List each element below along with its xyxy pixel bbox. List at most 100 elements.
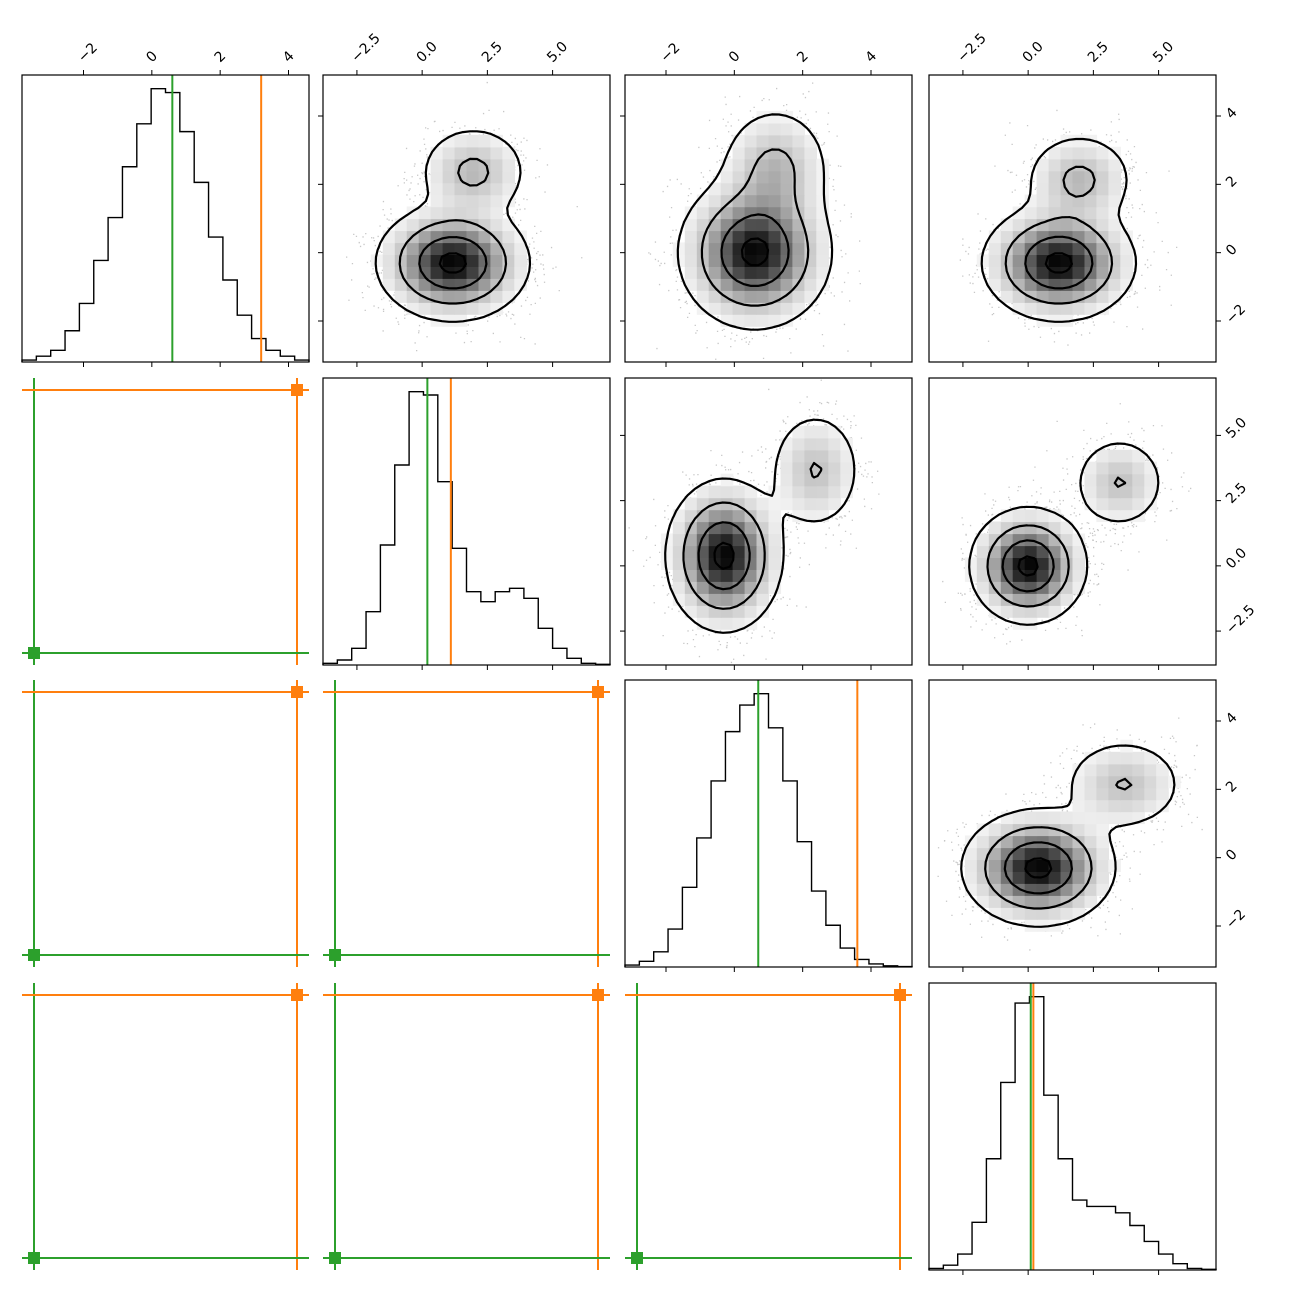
density-cell xyxy=(1144,751,1157,765)
density-cell xyxy=(1096,170,1109,184)
histogram-1 xyxy=(322,390,611,666)
density-cell xyxy=(418,254,432,267)
density-cell xyxy=(828,425,841,439)
density-cell xyxy=(1096,266,1109,279)
density-cell xyxy=(792,242,805,255)
density-cell xyxy=(696,206,710,220)
axes-frame xyxy=(624,74,913,363)
density-cell xyxy=(1072,242,1086,255)
histogram-0 xyxy=(21,87,310,362)
panel-1-2 xyxy=(624,377,913,670)
density-cell xyxy=(768,110,782,124)
density-cell xyxy=(780,194,794,208)
density-cell xyxy=(780,461,794,475)
density-cell xyxy=(1048,242,1062,255)
density-cell xyxy=(976,883,990,896)
density-cell xyxy=(708,521,722,535)
density-cell xyxy=(804,158,817,172)
density-cell xyxy=(720,545,734,558)
density-cell xyxy=(744,122,758,136)
density-cell xyxy=(684,533,698,547)
density-cell xyxy=(988,254,1002,267)
panel-1-1 xyxy=(322,377,611,670)
density-cell xyxy=(502,182,515,196)
density-cell xyxy=(804,242,817,255)
density-cell xyxy=(442,170,456,184)
density-cell xyxy=(768,158,782,172)
density-cell xyxy=(466,254,480,267)
panel-2-1 xyxy=(323,680,610,967)
density-cell xyxy=(1024,254,1038,267)
density-cell xyxy=(466,302,480,315)
density-cell xyxy=(1000,847,1014,860)
truth-marker-orange xyxy=(291,989,303,1001)
density-cell xyxy=(1096,461,1109,475)
density-cell xyxy=(466,134,480,148)
density-cell xyxy=(1156,799,1169,813)
density-cell xyxy=(1096,835,1109,849)
density-cell xyxy=(1072,799,1086,813)
panel-3-2 xyxy=(625,983,912,1270)
density-cell xyxy=(514,254,527,267)
density-cell xyxy=(1060,218,1074,232)
density-cell xyxy=(756,266,770,279)
panel-3-1 xyxy=(323,983,610,1270)
right-tick-label: 2 xyxy=(1223,173,1241,191)
contour-line-3 xyxy=(1044,252,1073,274)
density-cell xyxy=(370,254,384,267)
panel-1-3 xyxy=(928,377,1217,670)
density-cell xyxy=(816,170,829,184)
density-cell xyxy=(708,266,722,279)
density-cell xyxy=(1000,581,1014,594)
density-cell xyxy=(1096,254,1109,267)
top-tick-label: 0.0 xyxy=(414,39,441,66)
density-cell xyxy=(490,146,503,160)
density-cell xyxy=(768,230,782,244)
density-cell xyxy=(1036,509,1050,523)
density-cell xyxy=(780,158,794,172)
density-cell xyxy=(1036,302,1050,315)
density-cell xyxy=(1048,218,1062,232)
density-cell xyxy=(1048,158,1062,172)
density-cell xyxy=(478,242,492,255)
density-cell xyxy=(792,290,805,303)
density-cell xyxy=(1084,485,1098,499)
density-cell xyxy=(1132,799,1145,813)
density-cell xyxy=(1048,146,1062,160)
density-cell xyxy=(672,533,686,547)
density-cell xyxy=(1036,919,1050,932)
density-cell xyxy=(744,497,758,511)
density-cell xyxy=(780,206,794,220)
density-cell xyxy=(1096,811,1109,825)
contour-line-1 xyxy=(682,461,823,610)
axes-frame xyxy=(322,377,611,666)
density-cell xyxy=(1120,497,1133,511)
density-cell xyxy=(1072,859,1086,872)
density-cell xyxy=(490,290,503,303)
density-cell xyxy=(1048,254,1062,267)
contour-line-1 xyxy=(984,777,1133,910)
density-cell xyxy=(1060,146,1074,160)
density-cell xyxy=(732,206,746,220)
density-cell xyxy=(1072,302,1086,315)
top-tick-label: 2 xyxy=(794,48,812,66)
density-cell xyxy=(780,122,794,136)
density-cell xyxy=(1024,302,1038,315)
density-cell xyxy=(988,278,1002,291)
density-cell xyxy=(1072,871,1086,884)
density-cell xyxy=(828,437,841,451)
density-cell xyxy=(684,230,698,244)
density-cell xyxy=(816,182,829,196)
density-cell xyxy=(1108,278,1121,291)
density-cell xyxy=(756,182,770,196)
density-cell xyxy=(478,254,492,267)
density-cell xyxy=(708,290,722,303)
density-cell xyxy=(768,314,782,327)
density-cell xyxy=(684,254,698,267)
density-cell xyxy=(1120,811,1133,825)
density-cell xyxy=(708,194,722,208)
density-cell xyxy=(732,170,746,184)
density-cell xyxy=(430,194,444,208)
density-cell xyxy=(756,314,770,327)
density-cell xyxy=(1084,775,1098,789)
